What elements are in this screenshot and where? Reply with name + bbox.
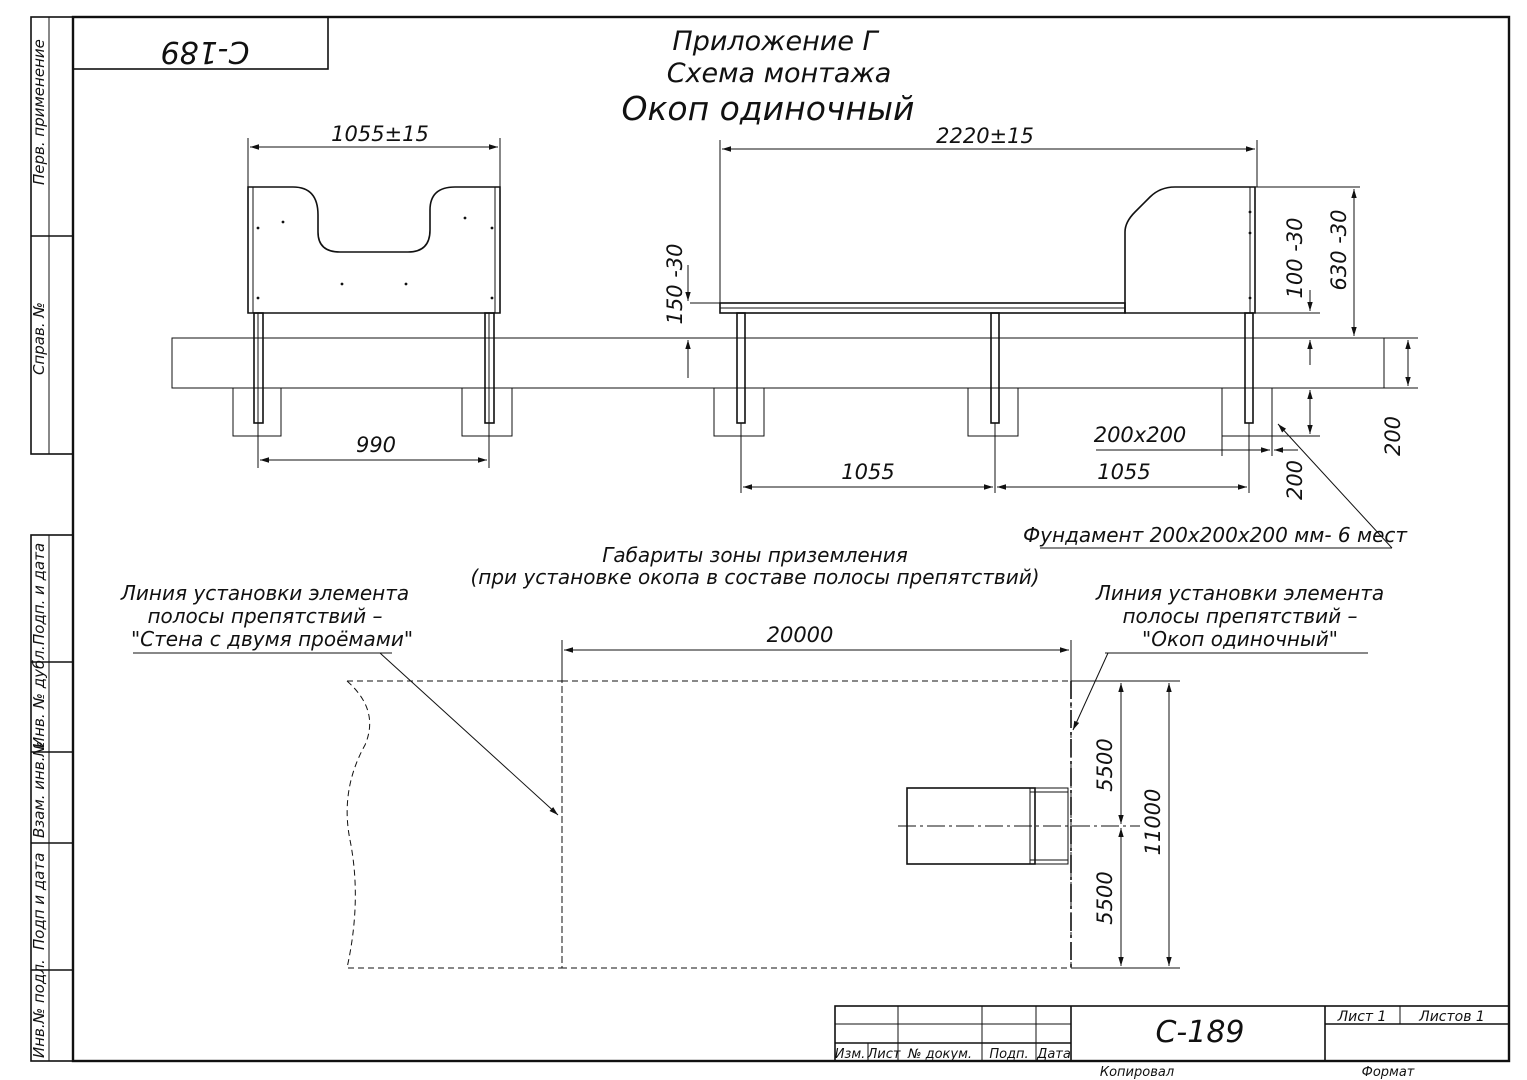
title-block-top: Приложение Г Схема монтажа Окоп одиночны… (622, 26, 915, 128)
label-sprav: Справ. № (30, 302, 48, 375)
dim-zone-length: 20000 (767, 623, 834, 647)
zone-subtitle: (при установке окопа в составе полосы пр… (470, 565, 1039, 589)
designation: С-189 (1155, 1015, 1244, 1050)
right-note-line-2: полосы препятствий – (1122, 604, 1357, 628)
dim-post-spacing-1: 1055 (841, 460, 894, 484)
dim-foundation-depth-right: 200 (1381, 416, 1405, 456)
dim-rail-height: 100 -30 (1283, 217, 1307, 298)
side-labels: Перв. применение Справ. № Подп. и дата И… (30, 39, 48, 1058)
dim-post-spacing-2: 1055 (1097, 460, 1150, 484)
dim-foundation-size: 200x200 (1094, 423, 1187, 447)
sheet-frame (30, 15, 1511, 1063)
col-list: Лист (867, 1047, 901, 1062)
dim-zone-half-bottom: 5500 (1093, 871, 1117, 924)
left-note-line-2: полосы препятствий – (147, 604, 382, 628)
label-podp-data-2: Подп и дата (30, 853, 48, 950)
label-vzam: Взам. инв.№ (30, 741, 48, 838)
title-block: С-189 Лист 1 Листов 1 Изм. Лист № докум.… (834, 1005, 1510, 1080)
title-line-1: Приложение Г (672, 26, 879, 57)
dim-clearance: 150 -30 (663, 243, 687, 324)
col-podp: Подп. (989, 1047, 1028, 1062)
right-note-line-3: "Окоп одиночный" (1142, 627, 1338, 651)
note-foundation: Фундамент 200x200x200 мм- 6 мест (1023, 523, 1408, 547)
right-note-line-1: Линия установки элемента (1095, 581, 1384, 605)
dim-front-span: 990 (356, 433, 396, 457)
zone-title: Габариты зоны приземления (602, 543, 908, 567)
landing-zone: Габариты зоны приземления (при установке… (120, 543, 1384, 969)
col-data: Дата (1036, 1047, 1071, 1062)
col-doc-no: № докум. (907, 1047, 972, 1062)
col-izm: Изм. (835, 1047, 866, 1062)
label-inv-podl: Инв.№ подл. (30, 959, 48, 1058)
copied-label: Копировал (1100, 1065, 1174, 1080)
format-label: Формат (1362, 1065, 1415, 1080)
title-line-3: Окоп одиночный (622, 89, 915, 128)
dim-side-length: 2220±15 (936, 124, 1034, 148)
dim-zone-half-top: 5500 (1093, 738, 1117, 791)
left-note-line-3: "Стена с двумя проёмами" (131, 627, 413, 651)
label-perv: Перв. применение (30, 39, 48, 185)
dim-front-width: 1055±15 (331, 122, 429, 146)
dimension-texts: 1055±15 2220±15 150 -30 100 -30 630 -30 … (331, 122, 1408, 547)
left-note-line-1: Линия установки элемента (120, 581, 409, 605)
dim-foundation-depth: 200 (1283, 460, 1307, 500)
dim-zone-width: 11000 (1141, 789, 1165, 856)
stamp-top: С-189 (160, 34, 249, 69)
dimension-lines (247, 138, 1418, 549)
ground-section (171, 337, 1385, 437)
dim-total-height: 630 -30 (1327, 209, 1351, 290)
title-line-2: Схема монтажа (667, 58, 892, 89)
label-inv-dubl: Инв. № дубл. (30, 645, 48, 748)
sheet-number: Лист 1 (1337, 1009, 1387, 1025)
label-podp-data-1: Подп. и дата (30, 543, 48, 645)
sheet-count: Листов 1 (1418, 1009, 1485, 1025)
